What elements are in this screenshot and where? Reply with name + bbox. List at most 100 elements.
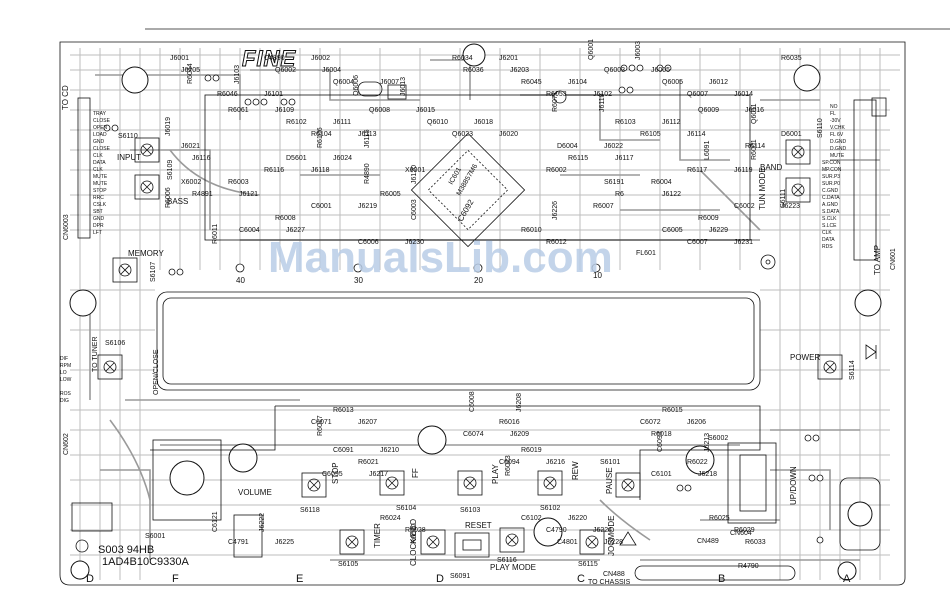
grid-letter: C [577,573,585,585]
switch-pause [615,472,641,498]
mounting-hole [685,445,715,475]
ref-label-j6209: J6209 [510,431,529,438]
grid-letter: D [86,573,94,585]
left-pin: CLK [93,167,103,173]
label-cn601: CN601 [890,248,897,270]
label-s6102-ref: S6102 [540,505,560,512]
ref-label-j6101: J6101 [264,91,283,98]
watermark: ManualsLib.com [268,233,613,282]
ref-label-q6003: Q6003 [604,67,625,74]
volume-knob-hole [169,460,205,496]
ref-label-j6007: J6007 [380,79,399,86]
ref-label-q6023: Q6023 [452,131,473,138]
label-to-amp: TO AMP [873,245,882,275]
ref-label-c6093: C6093 [657,431,664,452]
label-s6108-open-close: OPEN/CLOSE [153,349,160,395]
label-to-chassis: TO CHASSIS [588,579,631,586]
ref-label-j6222: J6222 [259,513,266,532]
ref-label-r6045: R6045 [521,79,542,86]
board-marking: S003 94HB [98,544,154,556]
ref-label-c4890: C4890 [264,55,285,62]
ref-label-c6072: C6072 [640,419,661,426]
left-pin: OPEN [93,125,108,131]
ref-label-j6001: J6001 [170,55,189,62]
ref-label-r6103: R6103 [615,119,636,126]
label-s6115-ref: S6115 [578,561,598,568]
ref-label-r6009: R6009 [698,215,719,222]
ref-label-j6207: J6207 [358,419,377,426]
ref-label-j6111: J6111 [333,119,351,126]
right-pin: DATA [822,237,835,243]
ref-label-r6104: R6104 [311,131,332,138]
label-jogmode: JOGMODE [607,516,616,556]
right-pin: RDS [822,244,833,250]
switch-clock [420,529,446,555]
ref-label-j6201: J6201 [499,55,518,62]
ref-label-j6012: J6012 [709,79,728,86]
tuner-pin: ROS [60,391,72,397]
updown-switch [839,477,881,551]
label-s6101-ref: S6101 [600,459,620,466]
switch-bass [134,174,160,200]
left-pin: GND [93,216,105,222]
grid-letter: A [843,573,851,585]
ref-label-r6004: R6004 [651,179,672,186]
switch-band [785,139,811,165]
label-r4790: R4790 [738,563,759,570]
ref-label-c4790: C4790 [546,527,567,534]
connector-cn601-tab [871,97,887,117]
label-s6001-ref: S6001 [145,533,165,540]
label-s6110-input-ref: S6110 [118,133,138,140]
display-pin-30: 30 [354,276,363,285]
ref-label-d5601: D5601 [286,155,307,162]
ref-label-r6017: R6017 [317,415,324,436]
right-pin: S.LCE [822,223,837,229]
ref-label-j6205: J6205 [181,67,200,74]
label-band: BAND [760,163,782,172]
ref-label-j6005: J6005 [651,67,670,74]
ref-label-x6002: X6002 [181,179,201,186]
ref-label-q6006: Q6006 [353,75,360,96]
ref-label-j6120: J6120 [411,165,418,184]
label-cn602: CN602 [63,433,70,455]
ref-label-r6046: R6046 [217,91,238,98]
switch-stop [301,472,327,498]
label-s6109-ref: S6109 [167,160,174,180]
ref-label-q6009: Q6009 [698,107,719,114]
right-pin: C.DATA [822,195,840,201]
trace-network [70,48,900,580]
ref-label-r6106: R6106 [317,127,324,148]
ref-label-j6227: J6227 [286,227,305,234]
ref-label-q6008: Q6008 [369,107,390,114]
right-pin: A.GND [822,202,838,208]
ref-label-r6016: R6016 [499,419,520,426]
ref-label-r6021: R6021 [358,459,379,466]
ref-label-j6229: J6229 [709,227,728,234]
label-cn604: CN604 [730,530,752,537]
label-rew: REW [571,461,580,480]
ref-label-c6121: C6121 [212,511,219,532]
mounting-holes [69,43,882,581]
jog-switch [739,454,767,512]
right-pin: FL 6V [830,132,844,138]
connector-cn601-body [853,99,877,261]
ref-label-r6030: R6030 [411,523,418,544]
ref-label-j6230: J6230 [405,239,424,246]
label-s6103-ref: S6103 [460,507,480,514]
label-pause: PAUSE [605,467,614,494]
ref-label-r6071: R6071 [552,91,559,112]
right-pin: -30V [830,118,841,124]
label-clock-eco: CLOCK/ECO [409,519,418,566]
left-pin-labels: TRAY CLOSE OPEN LOAD GND CLOSE CLK DATA … [93,111,111,236]
ref-label-j6109: J6109 [275,107,294,114]
label-s6118-ref: S6118 [300,507,320,514]
ref-label-j6231: J6231 [734,239,753,246]
board-outline [59,41,906,586]
ref-label-j6002: J6002 [311,55,330,62]
ref-label-j6020: J6020 [499,131,518,138]
ref-label-r6116: R6116 [264,167,284,174]
left-pin: LOAD [93,132,107,138]
ref-label-j6216: J6216 [546,459,565,466]
ref-label-q6010: Q6010 [427,119,448,126]
ref-label-r6034: R6034 [452,55,473,62]
